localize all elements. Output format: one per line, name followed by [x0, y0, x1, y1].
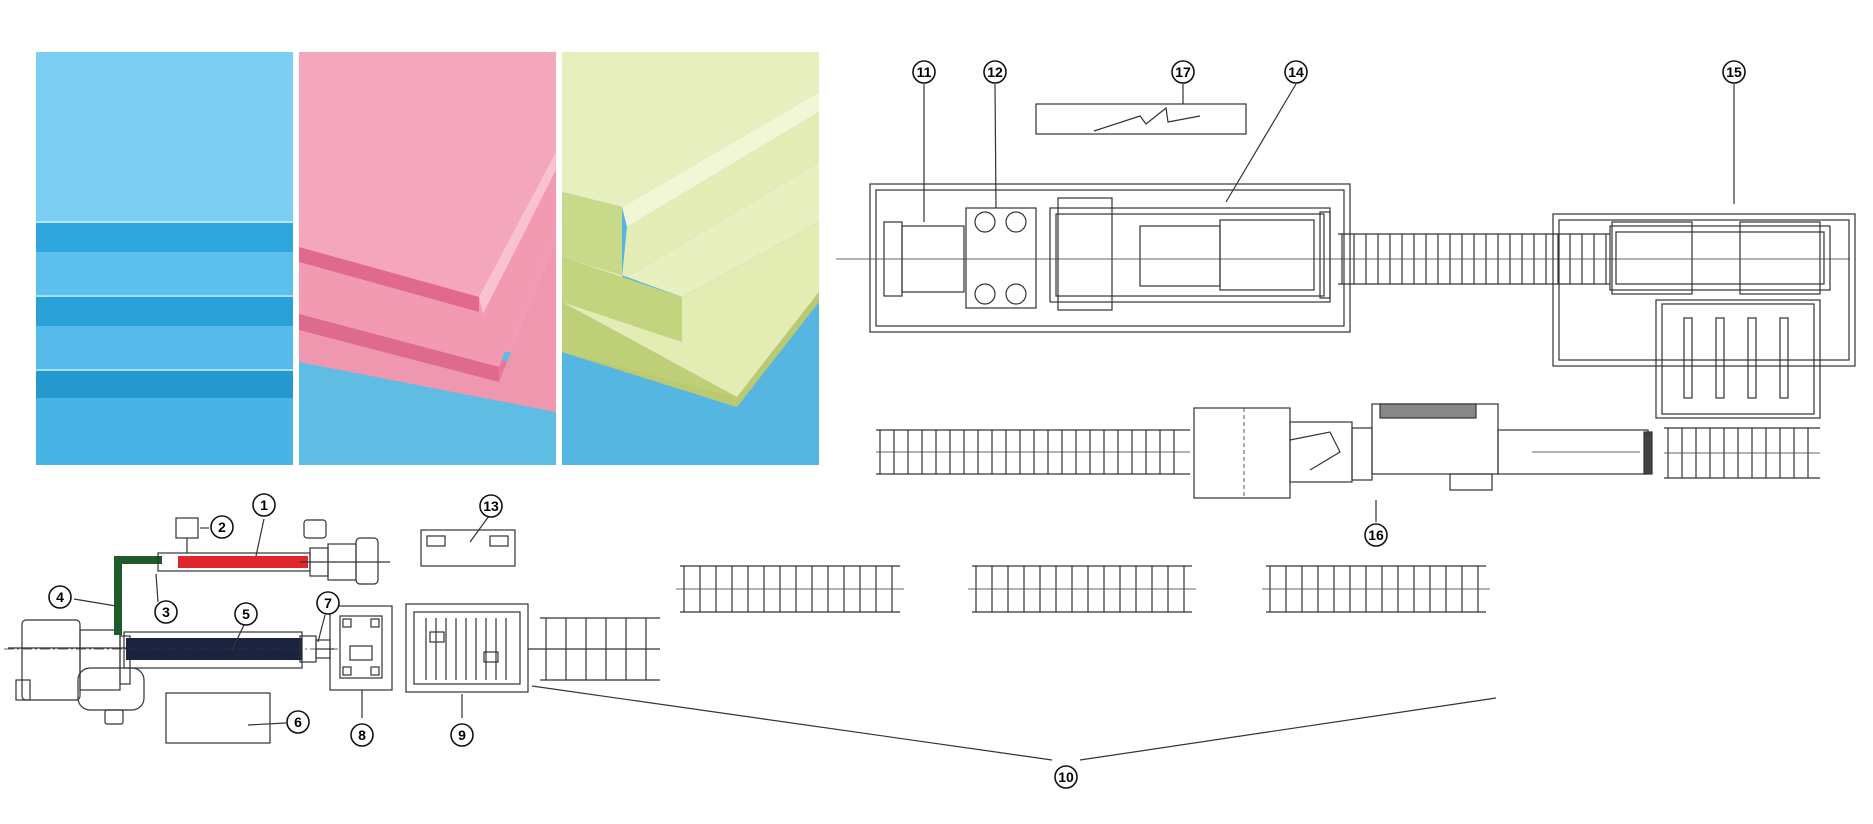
callout-circle [234, 602, 258, 626]
callout-circle [210, 515, 234, 539]
callout-number: 5 [242, 606, 250, 622]
saw-cutter-box [1035, 103, 1247, 135]
roller-conveyor-c [1262, 565, 1490, 613]
callout-number: 13 [483, 498, 499, 514]
callout-circle [1364, 523, 1388, 547]
lower-conveyor-right [1664, 427, 1820, 479]
stacker-frame [1552, 213, 1856, 419]
callout-number: 11 [917, 64, 932, 80]
callout-circle [912, 60, 936, 84]
roller-conveyor-b [968, 565, 1196, 613]
callout-number: 3 [162, 604, 170, 620]
callout-circle [154, 600, 178, 624]
photo-green-boards [562, 52, 819, 465]
callout-circle [252, 493, 276, 517]
callout-6: 6 [286, 710, 310, 734]
callout-14: 14 [1284, 60, 1308, 84]
callout-circle [48, 585, 72, 609]
callout-circle [983, 60, 1007, 84]
callout-8: 8 [350, 723, 374, 747]
haul-off-rollers [883, 207, 1037, 309]
callout-15: 15 [1722, 60, 1746, 84]
callout-7: 7 [316, 591, 340, 615]
callout-9: 9 [450, 723, 474, 747]
callout-number: 14 [1288, 64, 1304, 80]
callout-3: 3 [154, 600, 178, 624]
callout-11: 11 [912, 60, 936, 84]
callout-17: 17 [1171, 60, 1195, 84]
primary-extruder-drive [8, 619, 145, 725]
callout-number: 7 [324, 595, 332, 611]
haul-off-frame [869, 183, 1351, 333]
callout-number: 12 [987, 64, 1003, 80]
lower-conveyor-left [876, 429, 1190, 475]
callout-number: 4 [56, 589, 64, 605]
feeder-box [175, 517, 199, 539]
callout-circle [450, 723, 474, 747]
callout-10: 10 [1054, 765, 1078, 789]
trimming-station [1193, 403, 1653, 499]
callout-circle [1171, 60, 1195, 84]
callout-circle [286, 710, 310, 734]
callout-number: 8 [358, 727, 366, 743]
callout-5: 5 [234, 602, 258, 626]
roller-conveyor-start [528, 617, 660, 681]
callout-12: 12 [983, 60, 1007, 84]
photo-pink-boards [299, 52, 556, 465]
callout-number: 15 [1726, 64, 1742, 80]
callout-number: 1 [260, 497, 268, 513]
melt-pipe [114, 556, 162, 635]
calibrator [329, 605, 393, 691]
callout-number: 10 [1058, 769, 1074, 785]
callout-circle [350, 723, 374, 747]
control-cabinet [165, 692, 271, 744]
control-panel-box [420, 529, 516, 567]
callout-circle [1284, 60, 1308, 84]
callout-13: 13 [479, 494, 503, 518]
callout-1: 1 [252, 493, 276, 517]
callout-number: 17 [1175, 64, 1191, 80]
callout-circle [1722, 60, 1746, 84]
callout-circle [1054, 765, 1078, 789]
callout-circle [479, 494, 503, 518]
puller-unit [1049, 197, 1331, 311]
callout-number: 6 [294, 714, 302, 730]
photo-blue-boards [36, 52, 293, 465]
cooling-unit [405, 603, 529, 693]
callout-circle [316, 591, 340, 615]
callout-number: 16 [1368, 527, 1384, 543]
callout-16: 16 [1364, 523, 1388, 547]
callout-4: 4 [48, 585, 72, 609]
callout-2: 2 [210, 515, 234, 539]
roller-conveyor-a [676, 565, 904, 613]
callout-number: 9 [458, 727, 466, 743]
callout-number: 2 [218, 519, 226, 535]
